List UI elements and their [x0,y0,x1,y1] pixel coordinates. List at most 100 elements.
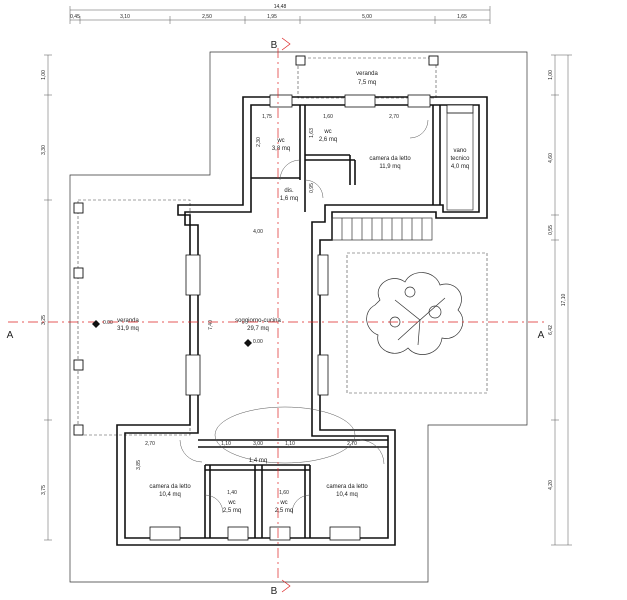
section-a-left: A [7,330,14,341]
dim-top-4: 1,95 [267,14,277,20]
window [227,526,249,541]
dim-top-3: 2,50 [202,14,212,20]
level-markers [92,320,252,347]
soggiorno-height: 7,40 [208,320,214,330]
pillar [73,424,84,436]
camera-top-area: 11,9 mq [379,164,400,170]
wc4-name: wc [279,500,287,506]
soggiorno-level: 0.00 [253,339,263,345]
section-b-bottom: B [271,586,278,597]
overall-dimension: 14,48 [274,4,287,10]
section-b-top: B [271,40,278,51]
dim-right-3: 0,55 [548,225,554,235]
veranda-left-area [73,199,191,436]
section-a-right: A [538,330,545,341]
vano-area: 4,0 mq [451,164,469,170]
dim-top-1: 0,45 [70,14,80,20]
veranda-top-name: veranda [356,71,378,77]
window [149,526,181,541]
dim-left-4: 3,75 [41,485,47,495]
wc1-area: 3,8 mq [272,146,290,152]
dim-left-2: 3,30 [41,145,47,155]
dis-height: 0,95 [309,183,315,193]
door-swings [179,119,429,514]
vano-name-2: tecnico [450,156,470,162]
dim-right-4: 6,42 [548,325,554,335]
camera-top-name: camera da letto [369,156,411,162]
left-dimension-chain: 1,00 3,30 3,25 3,75 [41,54,52,541]
tree-icon [366,272,464,355]
stairs [331,217,433,241]
wc4-width: 1,60 [279,490,289,496]
corridoio-area: 1,4 mq [249,458,267,464]
wc3-area: 2,5 mq [223,508,241,514]
corr-dim-2: 3,00 [253,441,263,447]
dim-left-1: 1,00 [41,70,47,80]
camera-left-height: 3,85 [136,460,142,470]
soggiorno-name: soggiorno-cucina [235,318,281,324]
window [446,104,474,114]
corr-dim-1: 1,10 [221,441,231,447]
soggiorno-width: 4,00 [253,229,263,235]
garden-courtyard [346,252,488,394]
exterior-walls [116,96,488,546]
window [269,94,293,108]
wc1-height: 2,30 [256,137,262,147]
window [329,526,361,541]
camera-right-width: 2,70 [347,441,357,447]
dis-area: 1,6 mq [280,196,298,202]
level-marker-icon [92,320,100,328]
dis-name: dis. [284,188,294,194]
dim-right-total: 17,10 [561,294,567,307]
wc3-width: 1,40 [227,490,237,496]
camera-left-name: camera da letto [149,484,191,490]
dim-right-1: 1,00 [548,70,554,80]
window [317,354,329,396]
dim-top-2: 3,10 [120,14,130,20]
window [269,526,291,541]
top-dimension-chain: 14,48 0,45 3,10 2,50 1,95 5,00 1,65 [69,4,491,24]
window [185,254,201,296]
window [407,94,431,108]
window [317,254,329,296]
section-line-b: B B [271,37,291,597]
veranda-top-area-label: 7,5 mq [358,80,376,86]
dim-top-6: 1,65 [457,14,467,20]
pillar [73,359,84,371]
wc4-area: 2,5 mq [275,508,293,514]
veranda-top-area [295,55,439,99]
section-line-a: A A [7,321,545,341]
camera-right-name: camera da letto [326,484,368,490]
camera-top-width: 2,70 [389,114,399,120]
vano-tecnico-box [446,112,474,211]
pillar [73,202,84,214]
wc2-name: wc [323,129,331,135]
wc2-width: 1,60 [323,114,333,120]
pillar [73,267,84,279]
dim-left-3: 3,25 [41,315,47,325]
wc1-width: 1,75 [262,114,272,120]
site-outline [69,51,528,583]
room-labels: veranda 7,5 mq 1,75 2,30 wc 3,8 mq 1,60 … [103,71,470,514]
right-dimension-chain: 1,00 4,60 0,55 6,42 17,10 4,20 [548,54,572,546]
interior-walls [198,105,441,538]
veranda-left-area-label: 31,9 mq [117,326,139,332]
wc2-area: 2,6 mq [319,137,337,143]
camera-left-width: 2,70 [145,441,155,447]
veranda-left-name: veranda [117,318,139,324]
level-marker-icon [244,339,252,347]
windows [149,94,474,541]
pillar [428,55,439,66]
camera-left-area: 10,4 mq [159,492,181,498]
wc2-height: 1,63 [309,128,315,138]
dim-right-2: 4,60 [548,153,554,163]
pillar [295,55,306,66]
wc3-name: wc [227,500,235,506]
corr-dim-3: 1,10 [285,441,295,447]
wc1-name: wc [276,138,284,144]
window [185,354,201,396]
veranda-left-level: 0.00 [103,320,113,326]
camera-right-area: 10,4 mq [336,492,358,498]
window [344,94,376,108]
